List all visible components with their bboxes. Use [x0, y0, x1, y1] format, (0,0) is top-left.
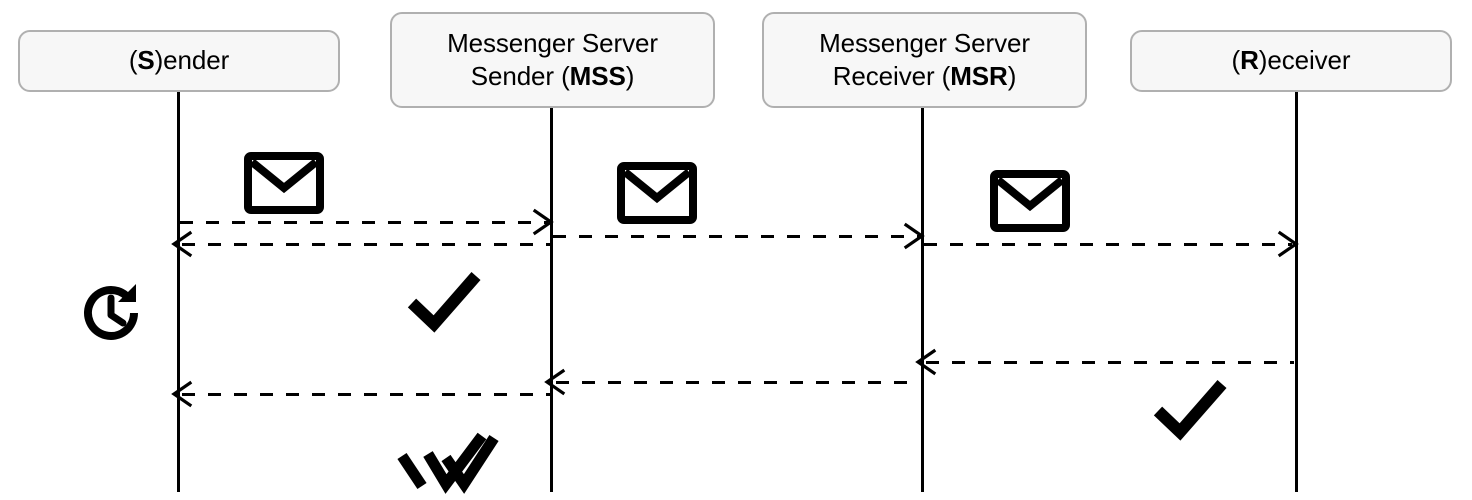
arrowhead-right-mss — [532, 208, 554, 236]
lifeline-label-msr-line1: Messenger Server — [819, 27, 1030, 58]
arrowhead-right-msr — [903, 222, 925, 250]
message-arrow-receiver-to-msr-ack — [926, 361, 1294, 364]
double-check-icon — [396, 428, 499, 494]
lifeline-label-mss-line2: Sender (MSS) — [470, 61, 635, 91]
lifeline-line-msr — [921, 108, 924, 492]
lifeline-line-sender — [177, 92, 180, 492]
message-arrow-sender-to-mss — [180, 221, 548, 224]
arrowhead-right-receiver — [1277, 230, 1299, 258]
single-check-icon — [404, 270, 484, 333]
lifeline-header-msr[interactable]: Messenger Server Receiver (MSR) — [762, 12, 1087, 108]
lifeline-label-sender: (S)ender — [128, 45, 230, 76]
single-check-icon — [1150, 378, 1230, 441]
envelope-icon — [244, 152, 324, 214]
lifeline-label-msr-line2: Receiver (MSR) — [832, 61, 1017, 91]
lifeline-label-receiver: (R)eceiver — [1231, 45, 1351, 76]
lifeline-line-receiver — [1295, 92, 1298, 492]
message-arrow-msr-to-mss-ack — [556, 381, 920, 384]
lifeline-line-mss — [550, 108, 553, 492]
message-arrow-msr-to-receiver — [924, 243, 1292, 246]
message-arrow-mss-to-sender-delivered — [182, 393, 550, 396]
arrowhead-left-sender-delivered — [170, 380, 193, 408]
lifeline-header-receiver[interactable]: (R)eceiver — [1130, 30, 1452, 92]
message-arrow-mss-to-msr — [553, 235, 919, 238]
envelope-icon — [617, 162, 697, 224]
envelope-icon — [990, 170, 1070, 232]
arrowhead-left-msr-ack — [914, 348, 937, 376]
arrowhead-left-mss-ack — [543, 368, 566, 396]
arrowhead-left-sender-ack — [170, 230, 193, 258]
lifeline-label-mss-line1: Messenger Server — [447, 27, 658, 58]
message-arrow-mss-to-sender-ack — [182, 243, 550, 246]
lifeline-header-sender[interactable]: (S)ender — [18, 30, 340, 92]
lifeline-header-mss[interactable]: Messenger Server Sender (MSS) — [390, 12, 715, 108]
retry-clock-icon — [76, 278, 146, 348]
